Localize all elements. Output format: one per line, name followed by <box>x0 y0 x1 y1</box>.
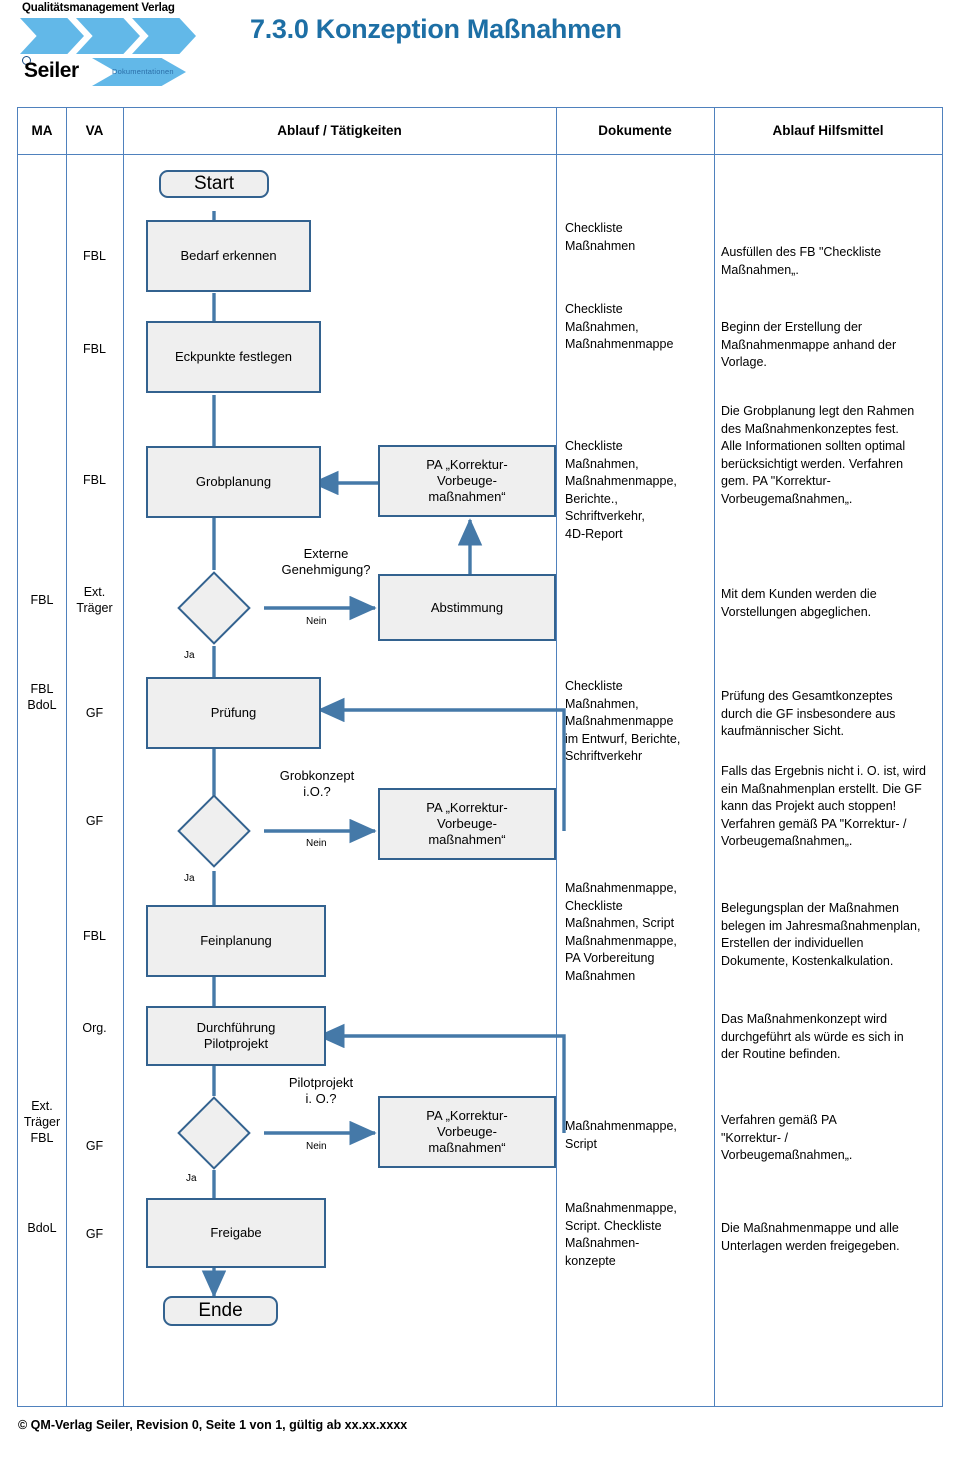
hilfsmittel-cell: Beginn der Erstellung der Maßnahmenmappe… <box>721 320 897 369</box>
chevron-icon <box>76 18 140 54</box>
va-cell: GF <box>85 814 104 828</box>
column-header-hilfsmittel: Ablauf Hilfsmittel <box>772 123 884 138</box>
column-divider <box>556 108 558 1406</box>
publisher-logo: Qualitätsmanagement Verlag Seiler Dokume… <box>8 2 196 90</box>
hilfsmittel-cell: Prüfung des Gesamtkonzeptes durch die GF… <box>721 689 896 738</box>
logo-chevron-label: Dokumentationen <box>112 67 174 76</box>
hilfsmittel-cell: Das Maßnahmenkonzept wird durchgeführt a… <box>721 1012 904 1061</box>
process-table: MA VA Ablauf / Tätigkeiten Dokumente Abl… <box>17 107 943 1407</box>
flow-node-pa-korrektur-1[interactable]: PA „Korrektur- Vorbeuge- maßnahmen“ <box>378 445 556 517</box>
column-header-dokumente: Dokumente <box>598 123 672 138</box>
ma-cell: Ext. Träger FBL <box>23 1099 61 1145</box>
logo-brand-group: Seiler Dokumentationen <box>12 54 188 88</box>
dokumente-cell: Maßnahmenmappe, Script. Checkliste Maßna… <box>565 1201 677 1268</box>
column-divider <box>66 108 68 1406</box>
dokumente-cell: Checkliste Maßnahmen, Maßnahmenmappe <box>565 302 674 351</box>
flow-decision-label-externe-genehmigung: Externe Genehmigung? <box>281 546 371 577</box>
flow-node-eckpunkte-festlegen[interactable]: Eckpunkte festlegen <box>146 321 321 393</box>
column-header-ablauf: Ablauf / Tätigkeiten <box>277 123 402 138</box>
flow-node-pruefung[interactable]: Prüfung <box>146 677 321 749</box>
dokumente-cell: Checkliste Maßnahmen <box>565 221 636 253</box>
page-footer: © QM-Verlag Seiler, Revision 0, Seite 1 … <box>18 1418 408 1432</box>
logo-brand: Seiler <box>24 59 79 82</box>
va-cell: Org. <box>82 1021 107 1035</box>
va-cell: GF <box>85 1139 104 1153</box>
va-cell: Ext. Träger <box>76 585 113 615</box>
flow-node-durchfuehrung-pilotprojekt[interactable]: Durchführung Pilotprojekt <box>146 1006 326 1066</box>
page-header: Qualitätsmanagement Verlag Seiler Dokume… <box>0 0 960 105</box>
edge-label-ja-3: Ja <box>186 1173 197 1184</box>
logo-chevron-group <box>20 18 196 54</box>
dokumente-cell: Checkliste Maßnahmen, Maßnahmenmappe, Be… <box>565 439 677 541</box>
flow-decision-label-grobkonzept: Grobkonzept i.O.? <box>279 768 355 799</box>
edge-label-nein-1: Nein <box>306 616 327 627</box>
flow-node-pa-korrektur-2[interactable]: PA „Korrektur- Vorbeuge- maßnahmen“ <box>378 788 556 860</box>
hilfsmittel-cell: Verfahren gemäß PA "Korrektur- / Vorbeug… <box>721 1113 853 1162</box>
flow-node-pa-korrektur-3[interactable]: PA „Korrektur- Vorbeuge- maßnahmen“ <box>378 1096 556 1168</box>
flow-node-start[interactable]: Start <box>159 170 269 198</box>
column-header-ma: MA <box>31 123 53 138</box>
va-cell: FBL <box>83 249 106 263</box>
va-cell: GF <box>85 706 104 720</box>
page-title: 7.3.0 Konzeption Maßnahmen <box>250 14 622 44</box>
flow-node-bedarf-erkennen[interactable]: Bedarf erkennen <box>146 220 311 292</box>
va-cell: FBL <box>83 473 106 487</box>
va-cell: GF <box>85 1227 104 1241</box>
chevron-icon <box>20 18 84 54</box>
column-divider <box>123 108 125 1406</box>
ma-cell: FBL <box>30 593 54 607</box>
va-cell: FBL <box>83 929 106 943</box>
flow-node-feinplanung[interactable]: Feinplanung <box>146 905 326 977</box>
dokumente-cell: Maßnahmenmappe, Script <box>565 1119 677 1151</box>
hilfsmittel-cell: Belegungsplan der Maßnahmen belegen im J… <box>721 901 921 968</box>
ma-cell: FBL BdoL <box>27 682 57 712</box>
edge-label-nein-2: Nein <box>306 838 327 849</box>
edge-label-ja-2: Ja <box>184 873 195 884</box>
logo-title: Qualitätsmanagement Verlag <box>22 2 175 14</box>
dokumente-cell: Checkliste Maßnahmen, Maßnahmenmappe im … <box>565 679 681 763</box>
column-header-va: VA <box>85 123 104 138</box>
hilfsmittel-cell: Die Maßnahmenmappe und alle Unterlagen w… <box>721 1221 900 1253</box>
dokumente-cell: Maßnahmenmappe, Checkliste Maßnahmen, Sc… <box>565 881 677 983</box>
edge-label-ja-1: Ja <box>184 650 195 661</box>
hilfsmittel-cell: Falls das Ergebnis nicht i. O. ist, wird… <box>721 764 926 848</box>
header-divider <box>18 154 942 156</box>
hilfsmittel-cell: Ausfüllen des FB "Checkliste Maßnahmen„. <box>721 245 882 277</box>
registered-mark-icon <box>22 56 31 65</box>
flow-node-freigabe[interactable]: Freigabe <box>146 1198 326 1268</box>
edge-label-nein-3: Nein <box>306 1141 327 1152</box>
ma-cell: BdoL <box>27 1221 57 1235</box>
flow-connectors <box>201 211 566 1298</box>
hilfsmittel-cell: Mit dem Kunden werden die Vorstellungen … <box>721 587 877 619</box>
flow-node-ende[interactable]: Ende <box>163 1296 278 1326</box>
va-cell: FBL <box>83 342 106 356</box>
flow-decision-label-pilotprojekt: Pilotprojekt i. O.? <box>288 1075 354 1106</box>
flow-node-abstimmung[interactable]: Abstimmung <box>378 574 556 641</box>
chevron-icon <box>132 18 196 54</box>
column-divider <box>714 108 716 1406</box>
flowchart: Start Bedarf erkennen Eckpunkte festlege… <box>18 108 944 1408</box>
flow-node-grobplanung[interactable]: Grobplanung <box>146 446 321 518</box>
hilfsmittel-cell: Die Grobplanung legt den Rahmen des Maßn… <box>721 404 915 506</box>
